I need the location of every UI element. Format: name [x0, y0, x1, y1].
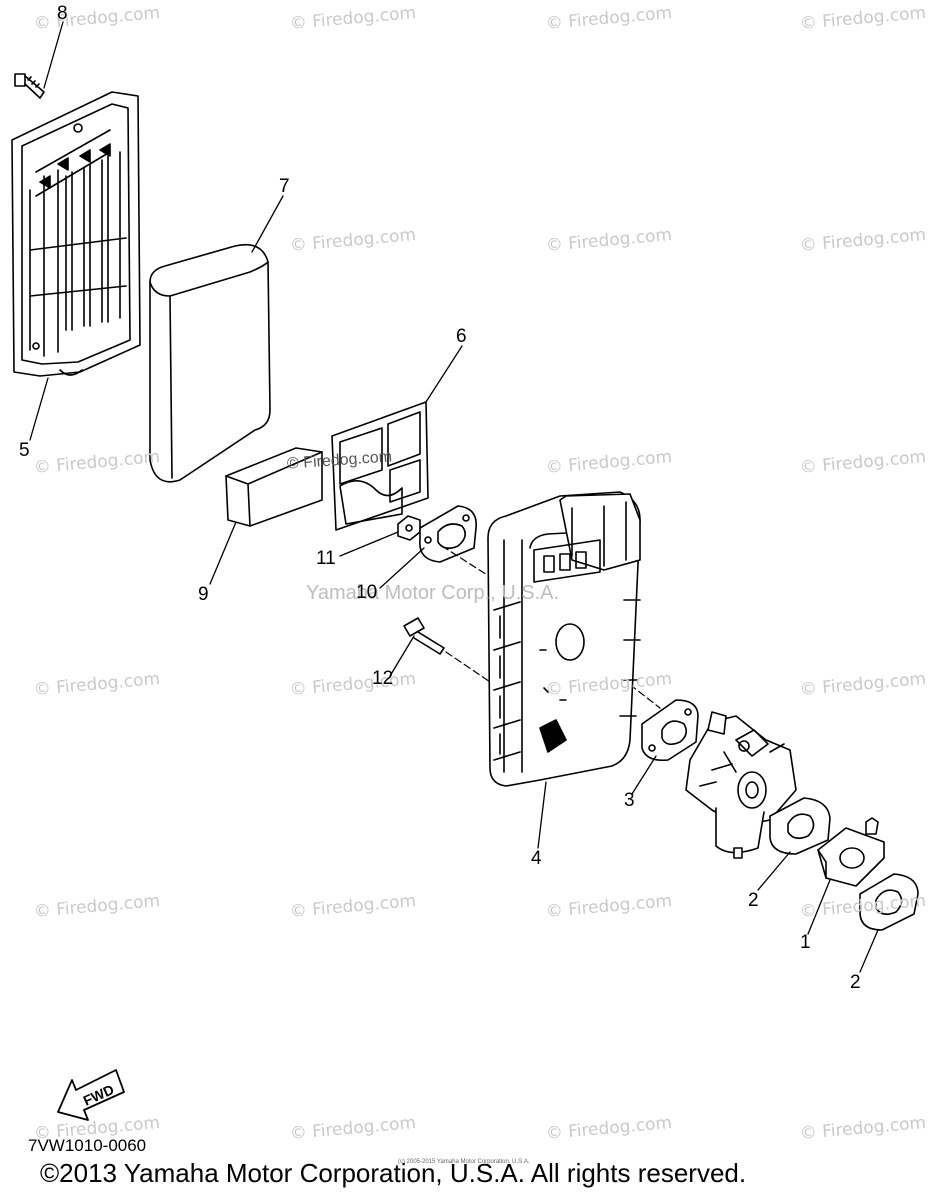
gasket-part-2-lower [859, 873, 919, 931]
screw-part-8 [14, 73, 45, 99]
callout-2-lower: 2 [850, 972, 861, 993]
insulator-part-1 [817, 817, 885, 887]
fwd-arrow-icon [57, 1069, 125, 1121]
air-cleaner-case-part-5 [11, 91, 141, 377]
callout-9: 9 [198, 584, 209, 605]
gasket-sheet-part-6 [331, 401, 429, 531]
callout-5: 5 [19, 440, 30, 461]
callout-12: 12 [372, 668, 394, 689]
yamaha-overlay-text: Yamaha Motor Corp., U.S.A. [306, 582, 560, 604]
nut-part-11 [397, 515, 421, 541]
gasket-part-10 [419, 505, 477, 563]
bolt-part-12 [403, 617, 445, 655]
intake-silencer-part-4 [487, 491, 641, 787]
copyright-notice: ©2013 Yamaha Motor Corporation, U.S.A. A… [40, 1158, 747, 1188]
callout-7: 7 [279, 176, 290, 197]
callout-3: 3 [624, 790, 635, 811]
leader-lines [29, 21, 879, 973]
callout-6: 6 [456, 326, 467, 347]
gasket-part-3 [641, 699, 699, 762]
callout-8: 8 [57, 3, 68, 24]
diagram-code: 7VW1010-0060 [28, 1136, 147, 1155]
callout-4: 4 [531, 848, 542, 869]
pre-filter-part-9 [225, 447, 323, 527]
carburetor [685, 711, 797, 859]
callout-2-upper: 2 [748, 890, 759, 911]
callout-10: 10 [356, 582, 378, 603]
gasket-part-2-upper [769, 797, 831, 855]
tiny-notice: (c) 2005-2015 Yamaha Motor Corporation, … [398, 1159, 530, 1165]
callout-1: 1 [800, 932, 811, 953]
air-filter-element-part-7 [149, 243, 271, 483]
callout-11: 11 [316, 548, 336, 569]
